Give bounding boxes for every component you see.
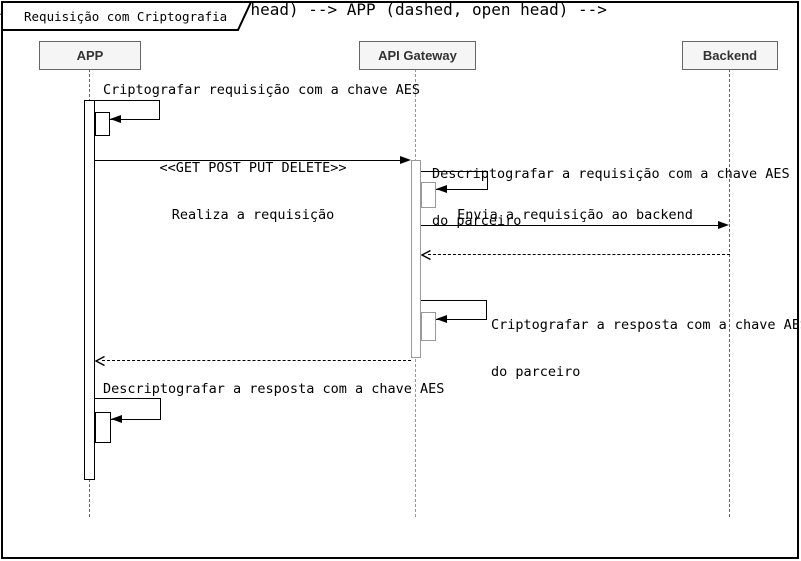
message-label-encrypt-request: Criptografar requisição com a chave AES [103,82,420,98]
participant-gateway-label: API Gateway [378,48,457,63]
arrowhead-solid-icon [110,114,121,123]
nested-activation-app-2 [95,412,111,443]
self-call-loop-decrypt-response [95,398,161,420]
message-stereotype: <<GET POST PUT DELETE>> [159,160,347,176]
self-call-loop-encrypt-request [95,100,160,120]
message-label-decrypt-request: Descriptografar a requisição com a chave… [432,136,790,260]
self-call-loop-encrypt-response [421,300,487,320]
self-call-loop-decrypt-request [421,171,488,190]
message-label-encrypt-response: Criptografar a resposta com a chave AES … [491,287,801,411]
nested-activation-app-1 [95,112,110,136]
return-line-backend-gateway [428,253,730,255]
arrowhead-open-icon [95,355,105,366]
arrowhead-solid-icon [436,184,447,193]
message-text-line1: Criptografar a resposta com a chave AES [491,317,801,333]
participant-gateway: API Gateway [359,41,476,70]
message-label-send-backend: Envia a requisição ao backend [457,207,693,223]
participant-backend: Backend [682,41,778,70]
frame-title-tab [1,0,253,31]
participant-backend-label: Backend [702,48,758,63]
message-label-do-request: <<GET POST PUT DELETE>> Realiza a requis… [160,130,347,254]
arrowhead-solid-icon [436,314,447,323]
activation-bar-app [84,100,95,480]
message-line-envia-backend [421,225,718,226]
return-line-gateway-app [102,359,411,361]
arrowhead-open-icon [421,249,431,260]
nested-activation-gateway-2 [421,312,436,341]
participant-app: APP [39,41,141,70]
message-text-line2: do parceiro [432,212,522,229]
arrowhead-solid-icon [400,155,411,164]
arrowhead-solid-icon [111,415,122,423]
activation-bar-gateway [411,160,421,358]
lifeline-backend [729,69,730,517]
participant-app-label: APP [76,48,104,63]
message-text-line1: Descriptografar a requisição com a chave… [432,166,790,182]
message-text: Realiza a requisição [171,206,335,223]
message-label-decrypt-response: Descriptografar a resposta com a chave A… [103,381,445,397]
arrowhead-solid-icon [718,221,729,230]
frame-title: Requisição com Criptografia [24,9,228,24]
nested-activation-gateway-1 [421,182,436,208]
message-line-realiza-requisicao [95,159,400,161]
message-text-line2: do parceiro [491,363,581,380]
